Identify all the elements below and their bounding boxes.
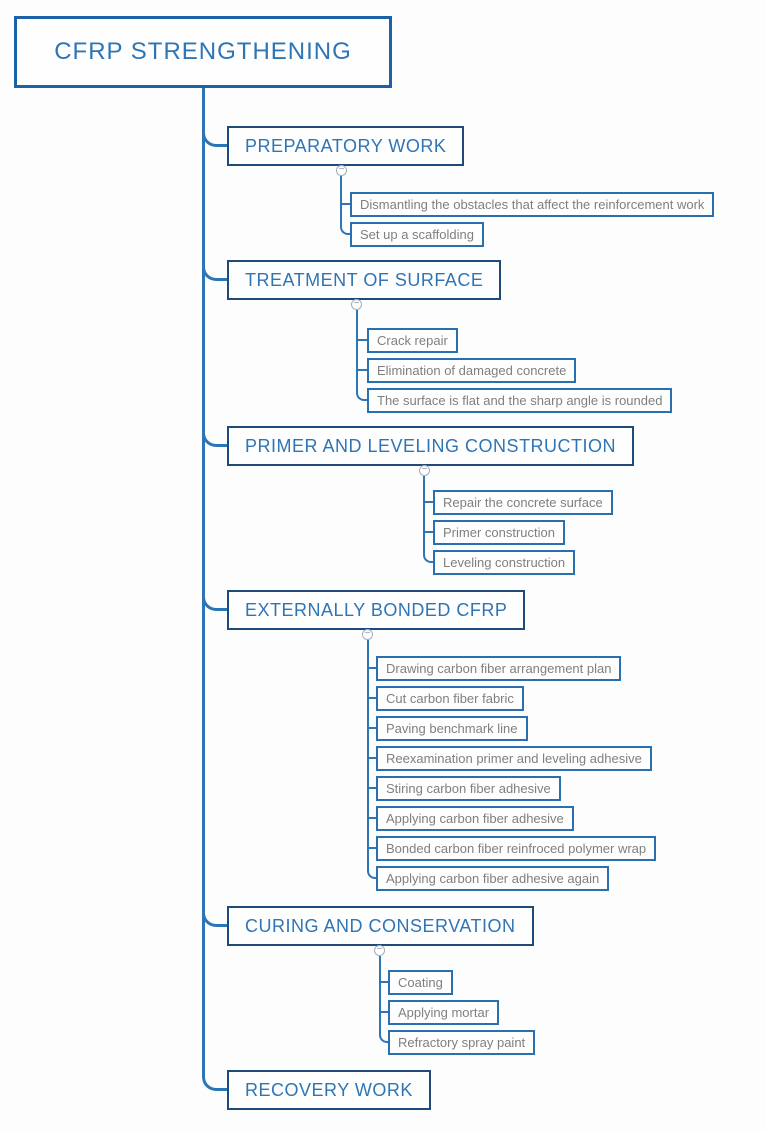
subtrunk-line xyxy=(423,476,425,551)
subtopic[interactable]: Applying mortar xyxy=(388,1000,500,1025)
subtopic-label: Coating xyxy=(398,975,443,990)
central-topic[interactable]: CFRP STRENGTHENING xyxy=(14,16,392,88)
main-topic-label: CURING AND CONSERVATION xyxy=(245,915,516,936)
subtopic[interactable]: Cut carbon fiber fabric xyxy=(376,686,524,711)
subtopic[interactable]: Reexamination primer and leveling adhesi… xyxy=(376,746,652,771)
main-topic-externally-bonded-cfrp[interactable]: EXTERNALLY BONDED CFRP xyxy=(227,590,526,630)
connector-line xyxy=(356,369,367,371)
main-topic-label: EXTERNALLY BONDED CFRP xyxy=(245,599,508,620)
branch-curve xyxy=(202,595,227,611)
branch-curve xyxy=(202,911,227,927)
connector-line xyxy=(367,787,376,789)
connector-line xyxy=(340,203,350,205)
main-trunk-line xyxy=(202,88,205,1075)
subtopic-label: Primer construction xyxy=(443,525,555,540)
subtopic[interactable]: Primer construction xyxy=(433,520,565,545)
main-topic-label: PRIMER AND LEVELING CONSTRUCTION xyxy=(245,435,617,456)
branch-curve xyxy=(202,131,227,147)
connector-line xyxy=(423,531,433,533)
subtopic-label: Repair the concrete surface xyxy=(443,495,603,510)
subtopic-label: Set up a scaffolding xyxy=(360,227,474,242)
subtopic-label: Elimination of damaged concrete xyxy=(377,363,567,378)
elbow-curve xyxy=(423,551,433,563)
elbow-curve xyxy=(340,223,350,235)
main-topic-primer-and-leveling-construction[interactable]: PRIMER AND LEVELING CONSTRUCTION xyxy=(227,426,635,466)
subtopic[interactable]: Elimination of damaged concrete xyxy=(367,358,577,383)
branch-curve xyxy=(202,431,227,447)
subtopic[interactable]: Crack repair xyxy=(367,328,458,353)
central-topic-label: CFRP STRENGTHENING xyxy=(54,38,352,65)
subtopic-label: The surface is flat and the sharp angle … xyxy=(377,393,663,408)
subtopic[interactable]: Set up a scaffolding xyxy=(350,222,484,247)
elbow-curve xyxy=(367,867,376,879)
subtopic[interactable]: The surface is flat and the sharp angle … xyxy=(367,388,673,413)
subtopic-label: Applying mortar xyxy=(398,1005,490,1020)
subtopic-label: Stiring carbon fiber adhesive xyxy=(386,781,551,796)
subtopic[interactable]: Dismantling the obstacles that affect th… xyxy=(350,192,715,217)
elbow-curve xyxy=(356,389,367,401)
subtopic-label: Applying carbon fiber adhesive xyxy=(386,811,564,826)
branch-curve xyxy=(202,265,227,281)
minus-glyph: − xyxy=(364,628,371,639)
main-topic-preparatory-work[interactable]: PREPARATORY WORK xyxy=(227,126,465,166)
main-topic-curing-and-conservation[interactable]: CURING AND CONSERVATION xyxy=(227,906,534,946)
minus-glyph: − xyxy=(421,464,428,475)
trunk-end-curve xyxy=(202,1075,227,1091)
subtopic-label: Crack repair xyxy=(377,333,448,348)
subtopic[interactable]: Leveling construction xyxy=(433,550,576,575)
connector-line xyxy=(356,339,367,341)
connector-line xyxy=(379,981,388,983)
subtopic[interactable]: Refractory spray paint xyxy=(388,1030,536,1055)
minus-glyph: − xyxy=(376,944,383,955)
subtopic-label: Drawing carbon fiber arrangement plan xyxy=(386,661,612,676)
minus-glyph: − xyxy=(338,164,345,175)
subtopic[interactable]: Paving benchmark line xyxy=(376,716,528,741)
elbow-curve xyxy=(379,1031,388,1043)
subtopic-label: Cut carbon fiber fabric xyxy=(386,691,514,706)
collapse-icon[interactable]: − xyxy=(351,299,362,310)
subtopic-label: Refractory spray paint xyxy=(398,1035,526,1050)
connector-line xyxy=(379,1011,388,1013)
connector-line xyxy=(367,697,376,699)
main-topic-label: TREATMENT OF SURFACE xyxy=(245,269,484,290)
minus-glyph: − xyxy=(353,298,360,309)
subtopic-label: Paving benchmark line xyxy=(386,721,518,736)
subtopic[interactable]: Coating xyxy=(388,970,453,995)
subtrunk-line xyxy=(367,640,369,867)
collapse-icon[interactable]: − xyxy=(362,629,373,640)
subtopic[interactable]: Applying carbon fiber adhesive xyxy=(376,806,574,831)
subtopic[interactable]: Applying carbon fiber adhesive again xyxy=(376,866,610,891)
subtopic-label: Applying carbon fiber adhesive again xyxy=(386,871,600,886)
connector-line xyxy=(367,667,376,669)
subtopic[interactable]: Bonded carbon fiber reinfroced polymer w… xyxy=(376,836,657,861)
subtrunk-line xyxy=(379,956,381,1031)
main-topic-label: RECOVERY WORK xyxy=(245,1079,413,1100)
connector-line xyxy=(367,817,376,819)
collapse-icon[interactable]: − xyxy=(419,465,430,476)
connector-line xyxy=(367,847,376,849)
main-topic-treatment-of-surface[interactable]: TREATMENT OF SURFACE xyxy=(227,260,502,300)
subtopic-label: Bonded carbon fiber reinfroced polymer w… xyxy=(386,841,647,856)
subtopic-label: Dismantling the obstacles that affect th… xyxy=(360,197,705,212)
subtopic[interactable]: Repair the concrete surface xyxy=(433,490,613,515)
subtopic-label: Leveling construction xyxy=(443,555,566,570)
subtrunk-line xyxy=(356,310,358,389)
connector-line xyxy=(367,727,376,729)
main-topic-label: PREPARATORY WORK xyxy=(245,135,447,156)
main-topic-recovery-work[interactable]: RECOVERY WORK xyxy=(227,1070,431,1110)
collapse-icon[interactable]: − xyxy=(336,165,347,176)
subtopic[interactable]: Stiring carbon fiber adhesive xyxy=(376,776,561,801)
collapse-icon[interactable]: − xyxy=(374,945,385,956)
subtopic[interactable]: Drawing carbon fiber arrangement plan xyxy=(376,656,622,681)
connector-line xyxy=(423,501,433,503)
subtopic-label: Reexamination primer and leveling adhesi… xyxy=(386,751,642,766)
connector-line xyxy=(367,757,376,759)
subtrunk-line xyxy=(340,176,342,223)
